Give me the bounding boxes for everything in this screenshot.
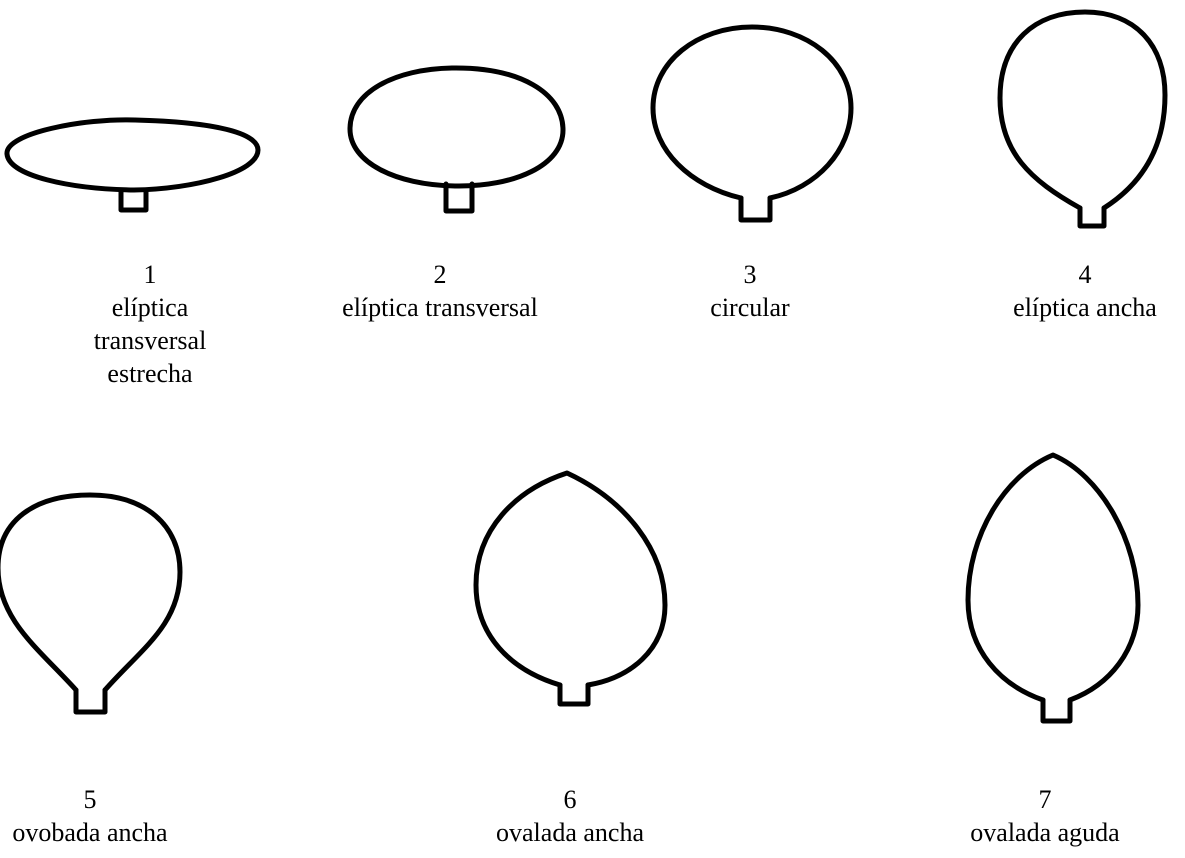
caption-1-line-1: elíptica [40,291,260,324]
caption-5-number: 5 [0,783,180,816]
caption-3: 3 circular [650,258,850,324]
caption-4-line-1: elíptica ancha [985,291,1185,324]
shape-1-outline [7,120,258,210]
shape-2-outline [350,68,563,211]
caption-1-number: 1 [40,258,260,291]
caption-1: 1 elíptica transversal estrecha [40,258,260,390]
caption-5: 5 ovobada ancha [0,783,180,849]
shape-6-outline [476,473,665,704]
caption-4: 4 elíptica ancha [985,258,1185,324]
caption-3-line-1: circular [650,291,850,324]
shape-7-outline [968,455,1138,721]
shape-3-outline [653,27,851,220]
caption-1-line-2: transversal [40,324,260,357]
caption-2: 2 elíptica transversal [300,258,580,324]
caption-7-line-1: ovalada aguda [950,816,1140,849]
shape-5-outline [0,495,180,712]
caption-5-line-1: ovobada ancha [0,816,180,849]
caption-6: 6 ovalada ancha [470,783,670,849]
caption-6-number: 6 [470,783,670,816]
shape-4-outline [1000,12,1165,226]
caption-7-number: 7 [950,783,1140,816]
caption-6-line-1: ovalada ancha [470,816,670,849]
caption-3-number: 3 [650,258,850,291]
caption-1-line-3: estrecha [40,357,260,390]
caption-4-number: 4 [985,258,1185,291]
caption-7: 7 ovalada aguda [950,783,1140,849]
caption-2-number: 2 [300,258,580,291]
caption-2-line-1: elíptica transversal [300,291,580,324]
